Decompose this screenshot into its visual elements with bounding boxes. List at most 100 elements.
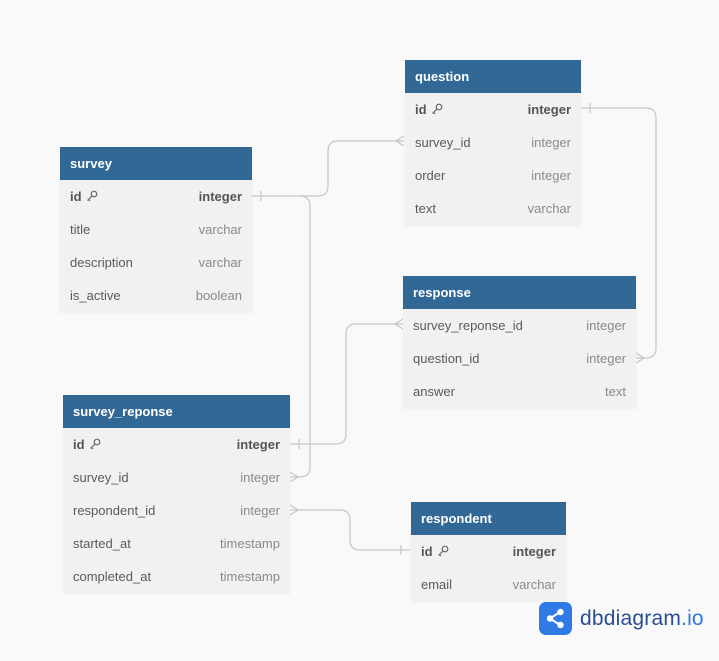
field-row[interactable]: completed_at timestamp [63,560,290,593]
field-type: integer [198,189,242,204]
many-marker [289,471,300,483]
table-header[interactable]: respondent [411,502,566,535]
field-name-text: email [421,577,453,592]
share-nodes-icon [539,602,572,635]
link-survey-surveyreponse[interactable] [290,195,311,478]
field-name-text: answer [413,384,455,399]
field-type: integer [531,135,571,150]
many-marker [393,318,404,330]
field-name-text: started_at [73,536,131,551]
field-type: boolean [195,288,242,303]
field-name-text: survey_reponse_id [413,318,523,333]
field-type: integer [586,351,626,366]
field-row[interactable]: started_at timestamp [63,527,290,560]
field-name-text: id [70,189,82,204]
field-type: integer [240,470,280,485]
field-type: integer [531,168,571,183]
field-row[interactable]: survey_reponse_id integer [403,309,636,342]
field-name: order [415,159,445,192]
field-name: text [415,192,436,225]
field-row[interactable]: text varchar [405,192,581,225]
field-row[interactable]: title varchar [60,213,252,246]
brand-name: dbdiagram.io [580,607,704,631]
field-row[interactable]: id integer [405,93,581,126]
field-name-text: respondent_id [73,503,156,518]
field-name: survey_id [415,126,471,159]
field-type: varchar [527,201,571,216]
field-name-text: question_id [413,351,480,366]
link-survey-question[interactable] [252,140,404,197]
field-name: email [421,568,452,601]
field-name-text: id [73,437,85,452]
field-name-text: id [421,544,433,559]
field-type: varchar [512,577,556,592]
field-row[interactable]: order integer [405,159,581,192]
table-header[interactable]: survey [60,147,252,180]
field-name-text: survey_id [415,135,471,150]
field-name: started_at [73,527,131,560]
field-type: integer [512,544,556,559]
field-row[interactable]: id integer [63,428,290,461]
field-name-text: order [415,168,446,183]
field-type: integer [236,437,280,452]
field-row[interactable]: description varchar [60,246,252,279]
field-name: id [421,535,449,568]
field-name: question_id [413,342,480,375]
field-type: timestamp [220,536,280,551]
field-row[interactable]: survey_id integer [63,461,290,494]
field-name-text: description [70,255,133,270]
field-row[interactable]: id integer [60,180,252,213]
field-name: title [70,213,90,246]
field-row[interactable]: is_active boolean [60,279,252,312]
field-name: id [70,180,98,213]
field-name: completed_at [73,560,151,593]
link-surveyreponse-response[interactable] [290,323,403,445]
many-marker [394,135,405,147]
field-name: answer [413,375,455,408]
many-marker [289,504,300,516]
field-type: varchar [198,222,242,237]
table-header[interactable]: question [405,60,581,93]
field-name: id [73,428,101,461]
field-row[interactable]: email varchar [411,568,566,601]
field-name-text: survey_id [73,470,129,485]
link-respondent-surveyreponse[interactable] [290,509,410,551]
field-type: integer [586,318,626,333]
field-name-text: id [415,102,427,117]
brand-suffix: .io [681,606,704,630]
link-question-response[interactable] [581,107,657,359]
field-type: integer [527,102,571,117]
field-row[interactable]: question_id integer [403,342,636,375]
field-name: survey_id [73,461,129,494]
field-type: integer [240,503,280,518]
field-row[interactable]: answer text [403,375,636,408]
key-icon [86,181,98,214]
table-respondent[interactable]: respondent id integer email varchar [411,502,566,601]
field-type: timestamp [220,569,280,584]
many-marker [635,352,646,364]
field-name: is_active [70,279,121,312]
field-name-text: is_active [70,288,121,303]
field-name: respondent_id [73,494,155,527]
field-row[interactable]: id integer [411,535,566,568]
key-icon [431,94,443,127]
field-name-text: completed_at [73,569,152,584]
field-name-text: title [70,222,91,237]
brand-logo[interactable]: dbdiagram.io [539,602,704,635]
field-row[interactable]: respondent_id integer [63,494,290,527]
field-row[interactable]: survey_id integer [405,126,581,159]
table-header[interactable]: survey_reponse [63,395,290,428]
table-survey[interactable]: survey id integer title varchar description va… [60,147,252,312]
field-name: description [70,246,133,279]
key-icon [89,429,101,462]
field-name: survey_reponse_id [413,309,523,342]
table-header[interactable]: response [403,276,636,309]
field-type: text [605,384,626,399]
field-type: varchar [198,255,242,270]
key-icon [437,536,449,569]
